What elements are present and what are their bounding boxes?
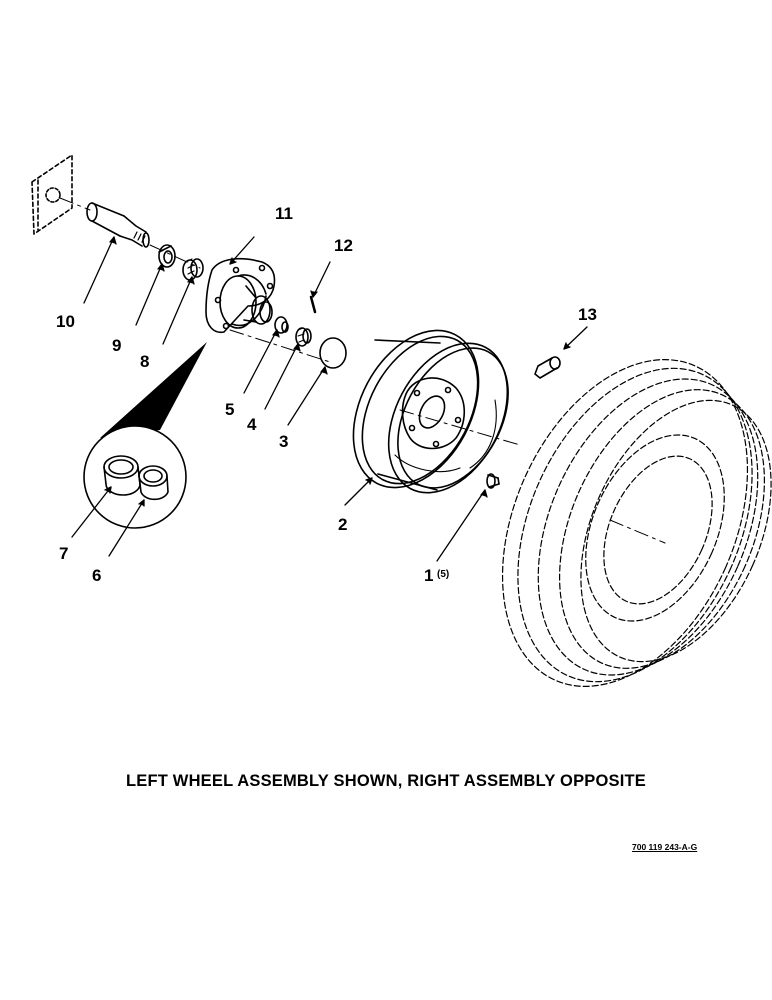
callout-12: 12 bbox=[334, 236, 353, 255]
callout-13: 13 bbox=[578, 305, 597, 324]
figure-caption: LEFT WHEEL ASSEMBLY SHOWN, RIGHT ASSEMBL… bbox=[125, 772, 647, 790]
leader-lines bbox=[71, 236, 588, 562]
spindle bbox=[86, 202, 150, 248]
castle-nut bbox=[295, 327, 312, 347]
rim bbox=[352, 329, 509, 494]
callout-10: 10 bbox=[56, 312, 75, 331]
callout-1: 1 bbox=[424, 566, 433, 585]
callout-7: 7 bbox=[59, 544, 68, 563]
callout-11: 11 bbox=[275, 204, 293, 223]
callout-4: 4 bbox=[247, 415, 257, 434]
seal bbox=[158, 244, 176, 268]
detail-view bbox=[83, 342, 207, 529]
valve-stem bbox=[534, 356, 561, 379]
drawing-code: 700 119 243-A-G bbox=[632, 842, 698, 852]
cotter-pin bbox=[309, 295, 317, 314]
callout-9: 9 bbox=[112, 336, 121, 355]
hub bbox=[205, 257, 276, 334]
callout-6: 6 bbox=[92, 566, 101, 585]
callout-8: 8 bbox=[140, 352, 149, 371]
dust-cap bbox=[319, 337, 347, 369]
callout-1-quantity: (5) bbox=[437, 569, 449, 580]
lug-bolt bbox=[486, 473, 500, 489]
callout-5: 5 bbox=[225, 400, 234, 419]
outer-bearing-cone bbox=[274, 316, 289, 334]
callout-2: 2 bbox=[338, 515, 347, 534]
mounting-plate bbox=[31, 154, 73, 235]
plate-hole bbox=[45, 187, 61, 203]
tire bbox=[501, 359, 772, 687]
callout-3: 3 bbox=[279, 432, 288, 451]
inner-bearing-cone bbox=[182, 258, 204, 281]
